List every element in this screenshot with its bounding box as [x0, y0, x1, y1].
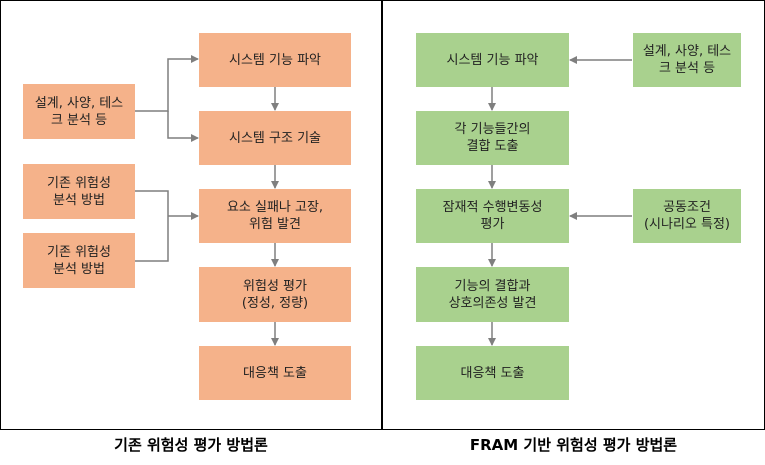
right-step-4: 기능의 결합과 상호의존성 발견	[416, 267, 569, 322]
right-step-3: 잠재적 수행변동성 평가	[416, 189, 569, 243]
left-input-existing-method-2: 기존 위험성 분석 방법	[23, 233, 135, 288]
right-step-1: 시스템 기능 파악	[416, 33, 569, 87]
left-caption: 기존 위험성 평가 방법론	[114, 436, 268, 454]
left-step-1: 시스템 기능 파악	[199, 33, 351, 87]
right-step-2: 각 기능들간의 결합 도출	[416, 111, 569, 165]
left-input-design-spec: 설계, 사양, 테스 크 분석 등	[23, 84, 135, 139]
right-caption: FRAM 기반 위험성 평가 방법론	[469, 436, 678, 454]
left-step-3: 요소 실패나 고장, 위험 발견	[199, 189, 351, 243]
left-step-5: 대응책 도출	[199, 346, 351, 400]
right-input-common-conditions: 공동조건 (시나리오 특정)	[633, 189, 741, 243]
left-input-existing-method-1: 기존 위험성 분석 방법	[23, 164, 135, 219]
left-step-4: 위험성 평가 (정성, 정량)	[199, 267, 351, 322]
left-step-2: 시스템 구조 기술	[199, 111, 351, 165]
right-step-5: 대응책 도출	[416, 346, 569, 400]
right-input-design-spec: 설계, 사양, 테스 크 분석 등	[633, 33, 741, 87]
